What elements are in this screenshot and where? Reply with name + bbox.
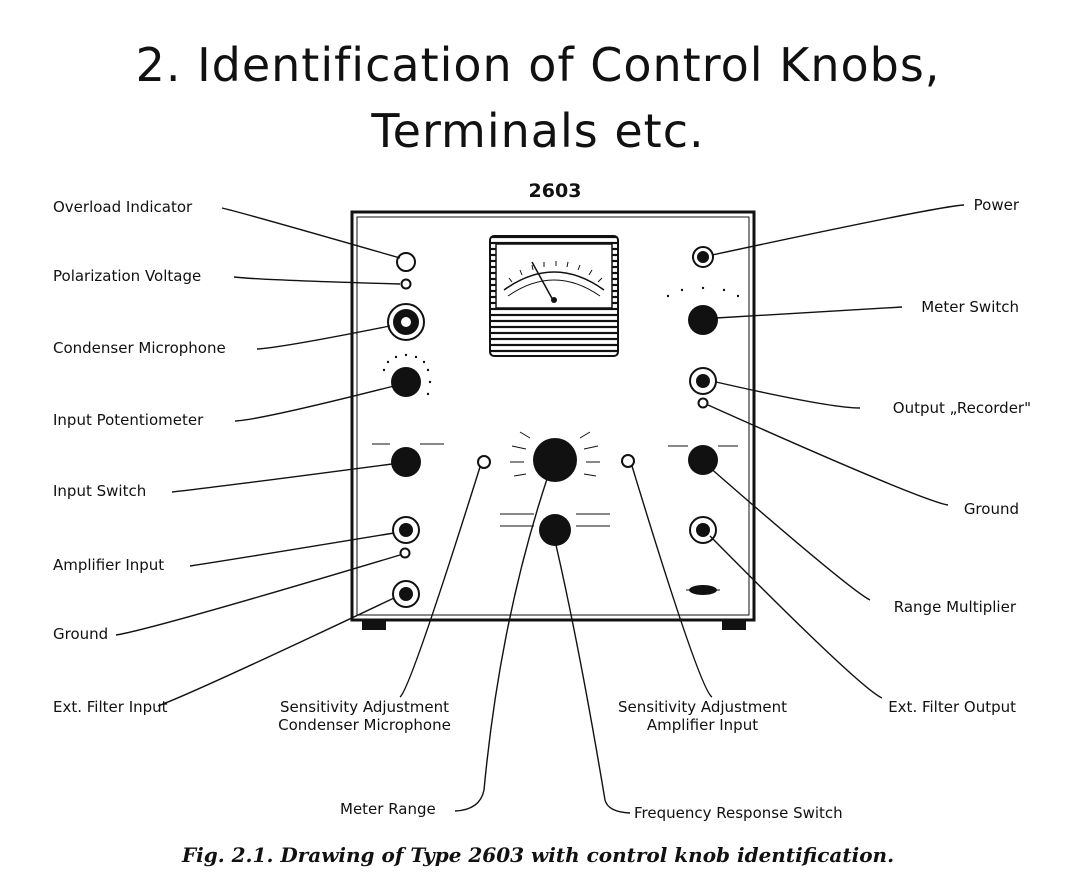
leader-ext-filter-output [709, 535, 883, 699]
leader-meter-range [454, 475, 549, 812]
label-condenser-microphone: Condenser Microphone [53, 339, 226, 357]
input-potentiometer-knob [382, 353, 432, 397]
leader-ext-filter-input [157, 597, 395, 707]
leader-sensitivity-condenser [399, 466, 481, 698]
ext-filter-input-socket [392, 580, 420, 608]
leader-ground-left [115, 554, 401, 636]
label-sensitivity-condenser-line1: Sensitivity Adjustment [280, 698, 449, 716]
frequency-response-knob [500, 513, 610, 546]
output-recorder-socket [689, 367, 717, 395]
label-sensitivity-amplifier-line1: Sensitivity Adjustment [618, 698, 787, 716]
ext-filter-output-socket [689, 516, 717, 544]
leader-polarization-voltage [233, 276, 401, 285]
label-range-multiplier: Range Multiplier [893, 598, 1016, 616]
label-ground-right: Ground [963, 500, 1019, 518]
leader-ground-right [707, 404, 949, 506]
meter-switch-knob [666, 286, 740, 335]
label-sensitivity-amplifier: Sensitivity Adjustment Amplifier Input [600, 698, 805, 734]
leader-condenser-microphone [256, 325, 391, 350]
title-line-1: 2. Identification of Control Knobs, [135, 38, 941, 92]
polarization-voltage-lamp [400, 278, 412, 290]
ground-terminal-left [399, 547, 411, 559]
condenser-microphone-socket [387, 303, 425, 341]
label-sensitivity-condenser: Sensitivity Adjustment Condenser Microph… [262, 698, 467, 734]
leader-meter-switch [715, 306, 903, 319]
ground-terminal-right [697, 397, 709, 409]
leader-sensitivity-amplifier [631, 465, 713, 698]
figure-caption: Fig. 2.1. Drawing of Type 2603 with cont… [181, 843, 895, 867]
label-power: Power [973, 196, 1019, 214]
overload-indicator-lamp [396, 252, 416, 272]
input-switch-knob [372, 443, 444, 477]
leader-input-switch [171, 463, 393, 493]
label-meter-switch: Meter Switch [921, 298, 1019, 316]
label-sensitivity-amplifier-line2: Amplifier Input [646, 716, 759, 734]
label-frequency-response-switch: Frequency Response Switch [634, 804, 843, 822]
leader-power [711, 204, 965, 256]
leader-amplifier-input [189, 532, 395, 567]
label-input-switch: Input Switch [53, 482, 147, 500]
sensitivity-amplifier-screw [621, 454, 635, 468]
leader-overload-indicator [221, 207, 401, 259]
label-sensitivity-condenser-line2: Condenser Microphone [278, 716, 451, 734]
meter-display [489, 235, 619, 357]
label-ext-filter-output: Ext. Filter Output [888, 698, 1016, 716]
manufacturer-logo-icon [686, 585, 720, 595]
power-switch [692, 246, 714, 268]
title-line-2: Terminals etc. [371, 104, 705, 158]
label-input-potentiometer: Input Potentiometer [53, 411, 204, 429]
label-meter-range: Meter Range [340, 800, 436, 818]
label-overload-indicator: Overload Indicator [53, 198, 193, 216]
leader-input-potentiometer [234, 385, 395, 422]
label-polarization-voltage: Polarization Voltage [53, 267, 202, 285]
label-ground-left: Ground [53, 625, 109, 643]
meter-range-knob [510, 431, 600, 482]
label-ext-filter-input: Ext. Filter Input [53, 698, 168, 716]
label-output-recorder: Output „Recorder" [892, 399, 1031, 417]
leader-range-multiplier [707, 465, 871, 601]
range-multiplier-knob [668, 445, 738, 475]
model-number: 2603 [528, 180, 582, 202]
amplifier-input-socket [392, 516, 420, 544]
leader-frequency-response [555, 544, 631, 814]
label-amplifier-input: Amplifier Input [53, 556, 165, 574]
sensitivity-condenser-screw [477, 455, 491, 469]
leader-output-recorder [715, 381, 861, 409]
instrument-cabinet [350, 210, 756, 630]
